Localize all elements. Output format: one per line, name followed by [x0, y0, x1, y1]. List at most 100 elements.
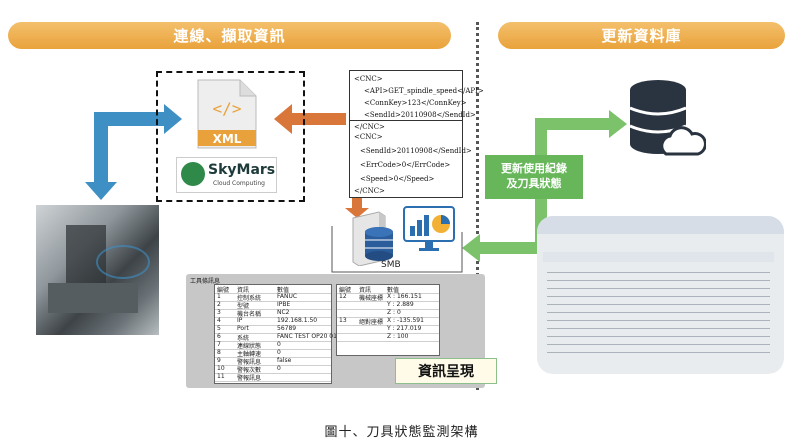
info-display-label: 資訊呈現	[395, 358, 497, 384]
table-cell: 5	[217, 325, 221, 332]
table-cell: 10	[217, 365, 225, 372]
table-cell: FANC TEST OP20 01	[277, 333, 337, 340]
table-row: Y : 217.019	[337, 325, 439, 334]
table-header-row: 編號 資訊 數值	[215, 285, 331, 294]
table-row: 8 主軸轉速 0	[215, 349, 331, 358]
table-cell: Port	[237, 325, 249, 332]
update-usage-line1: 更新使用紀錄	[501, 162, 567, 175]
table-row: Y : 2.889	[337, 301, 439, 310]
xml-line: <API>GET_spindle_speed</API>	[364, 87, 484, 95]
info-display-text: 資訊呈現	[418, 364, 474, 380]
database-screen-photo	[537, 216, 784, 374]
table-header-cell: 數值	[277, 287, 290, 294]
xml-frame	[156, 71, 305, 202]
xml-line: <CNC>	[354, 133, 383, 141]
table-cell: Z : 100	[387, 333, 409, 340]
smb-bracket	[331, 226, 463, 273]
table-cell: 4	[217, 317, 221, 324]
cnc-machine-photo	[36, 205, 159, 335]
xml-file-icon: </> XML	[197, 79, 257, 149]
table-cell: 6	[217, 333, 221, 340]
table-row: 4 IP 192.168.1.50	[215, 317, 331, 326]
xml-icon-label: XML	[213, 132, 242, 146]
header-title-update-db: 更新資料庫	[601, 27, 682, 45]
skymars-logo: SkyMars Cloud Computing	[176, 157, 277, 193]
table-cell: 8	[217, 349, 221, 356]
table-cell: 56789	[277, 325, 297, 332]
smb-label: SMB	[381, 260, 401, 270]
table-cell: 0	[277, 341, 281, 348]
table-cell: 主軸轉速	[237, 351, 262, 358]
logo-mark-icon	[181, 162, 205, 186]
xml-line: </CNC>	[354, 187, 385, 195]
table-cell: 絕對座標	[359, 319, 384, 326]
table-cell: X : 166.151	[387, 293, 422, 300]
table-cell: 12	[339, 293, 347, 300]
xml-document: <CNC> <API>GET_spindle_speed</API> <Conn…	[349, 70, 484, 198]
table-cell: 機械座標	[359, 295, 384, 302]
update-usage-label: 更新使用紀錄 及刀具狀態	[485, 155, 583, 199]
table-cell: 警報訊息	[237, 375, 262, 382]
logo-brand: SkyMars	[208, 162, 276, 178]
table-row: 6 系統 FANC TEST OP20 01	[215, 333, 337, 342]
table-cell: 192.168.1.50	[277, 317, 318, 324]
table-cell: 7	[217, 341, 221, 348]
table-cell: X : -135.591	[387, 317, 424, 324]
xml-line: <ConnKey>123</ConnKey>	[364, 99, 467, 107]
table-cell: 13	[339, 317, 347, 324]
table-row: 7 連線狀態 0	[215, 341, 331, 350]
figure-caption: 圖十、刀具狀態監測架構	[324, 425, 479, 440]
table-cell: Y : 217.019	[387, 325, 422, 332]
table-cell: 警報次數	[237, 367, 262, 374]
table-cell: 警報訊息	[237, 359, 262, 366]
table-cell: 型號	[237, 303, 250, 310]
monitor-chart-icon	[403, 206, 455, 251]
blue-arrow	[85, 104, 182, 200]
table-cell: 控制系統	[237, 295, 262, 302]
xml-line: <SendId>20110908</SendId>	[364, 111, 476, 119]
table-cell: 連線狀態	[237, 343, 262, 350]
table-cell: Z : 0	[387, 309, 401, 316]
table-cell: 1	[217, 293, 221, 300]
table-cell: IPBE	[277, 301, 291, 308]
table-header-cell: 資訊	[359, 287, 372, 294]
xml-separator	[350, 120, 462, 121]
xml-icon-glyph: </>	[213, 99, 242, 118]
table-header-cell: 編號	[339, 287, 352, 294]
xml-line: <CNC>	[354, 75, 383, 83]
xml-line: </CNC>	[354, 123, 385, 131]
table-header-cell: 資訊	[237, 287, 250, 294]
table-row: 9 警報訊息 false	[215, 357, 331, 366]
table-cell: 0	[277, 349, 281, 356]
header-pill-connect: 連線、擷取資訊	[8, 22, 451, 49]
panel-window-title: 工具條訊息	[190, 278, 221, 285]
table-cell: 系統	[237, 335, 250, 342]
xml-line: <SendId>20110908</SendId>	[360, 147, 472, 155]
table-row: Z : 0	[337, 309, 439, 318]
database-cloud-icon	[629, 80, 706, 156]
table-row: 2 型號 IPBE	[215, 301, 331, 310]
table-cell: 機台名稱	[237, 311, 262, 318]
logo-tagline: Cloud Computing	[213, 180, 265, 187]
table-cell: 3	[217, 309, 221, 316]
table-cell: 2	[217, 301, 221, 308]
table-row: Z : 100	[337, 333, 439, 342]
table-header-row: 編號 資訊 數值	[337, 285, 439, 294]
table-header-cell: 數值	[387, 287, 400, 294]
table-cell: Y : 2.889	[387, 301, 414, 308]
xml-line: <ErrCode>0</ErrCode>	[360, 161, 451, 169]
smb-server-icon	[352, 211, 393, 266]
table-cell: 9	[217, 357, 221, 364]
orange-down-arrow	[345, 196, 369, 218]
table-cell: false	[277, 357, 292, 364]
table-cell: IP	[237, 317, 243, 324]
xml-line: <Speed>0</Speed>	[360, 175, 435, 183]
